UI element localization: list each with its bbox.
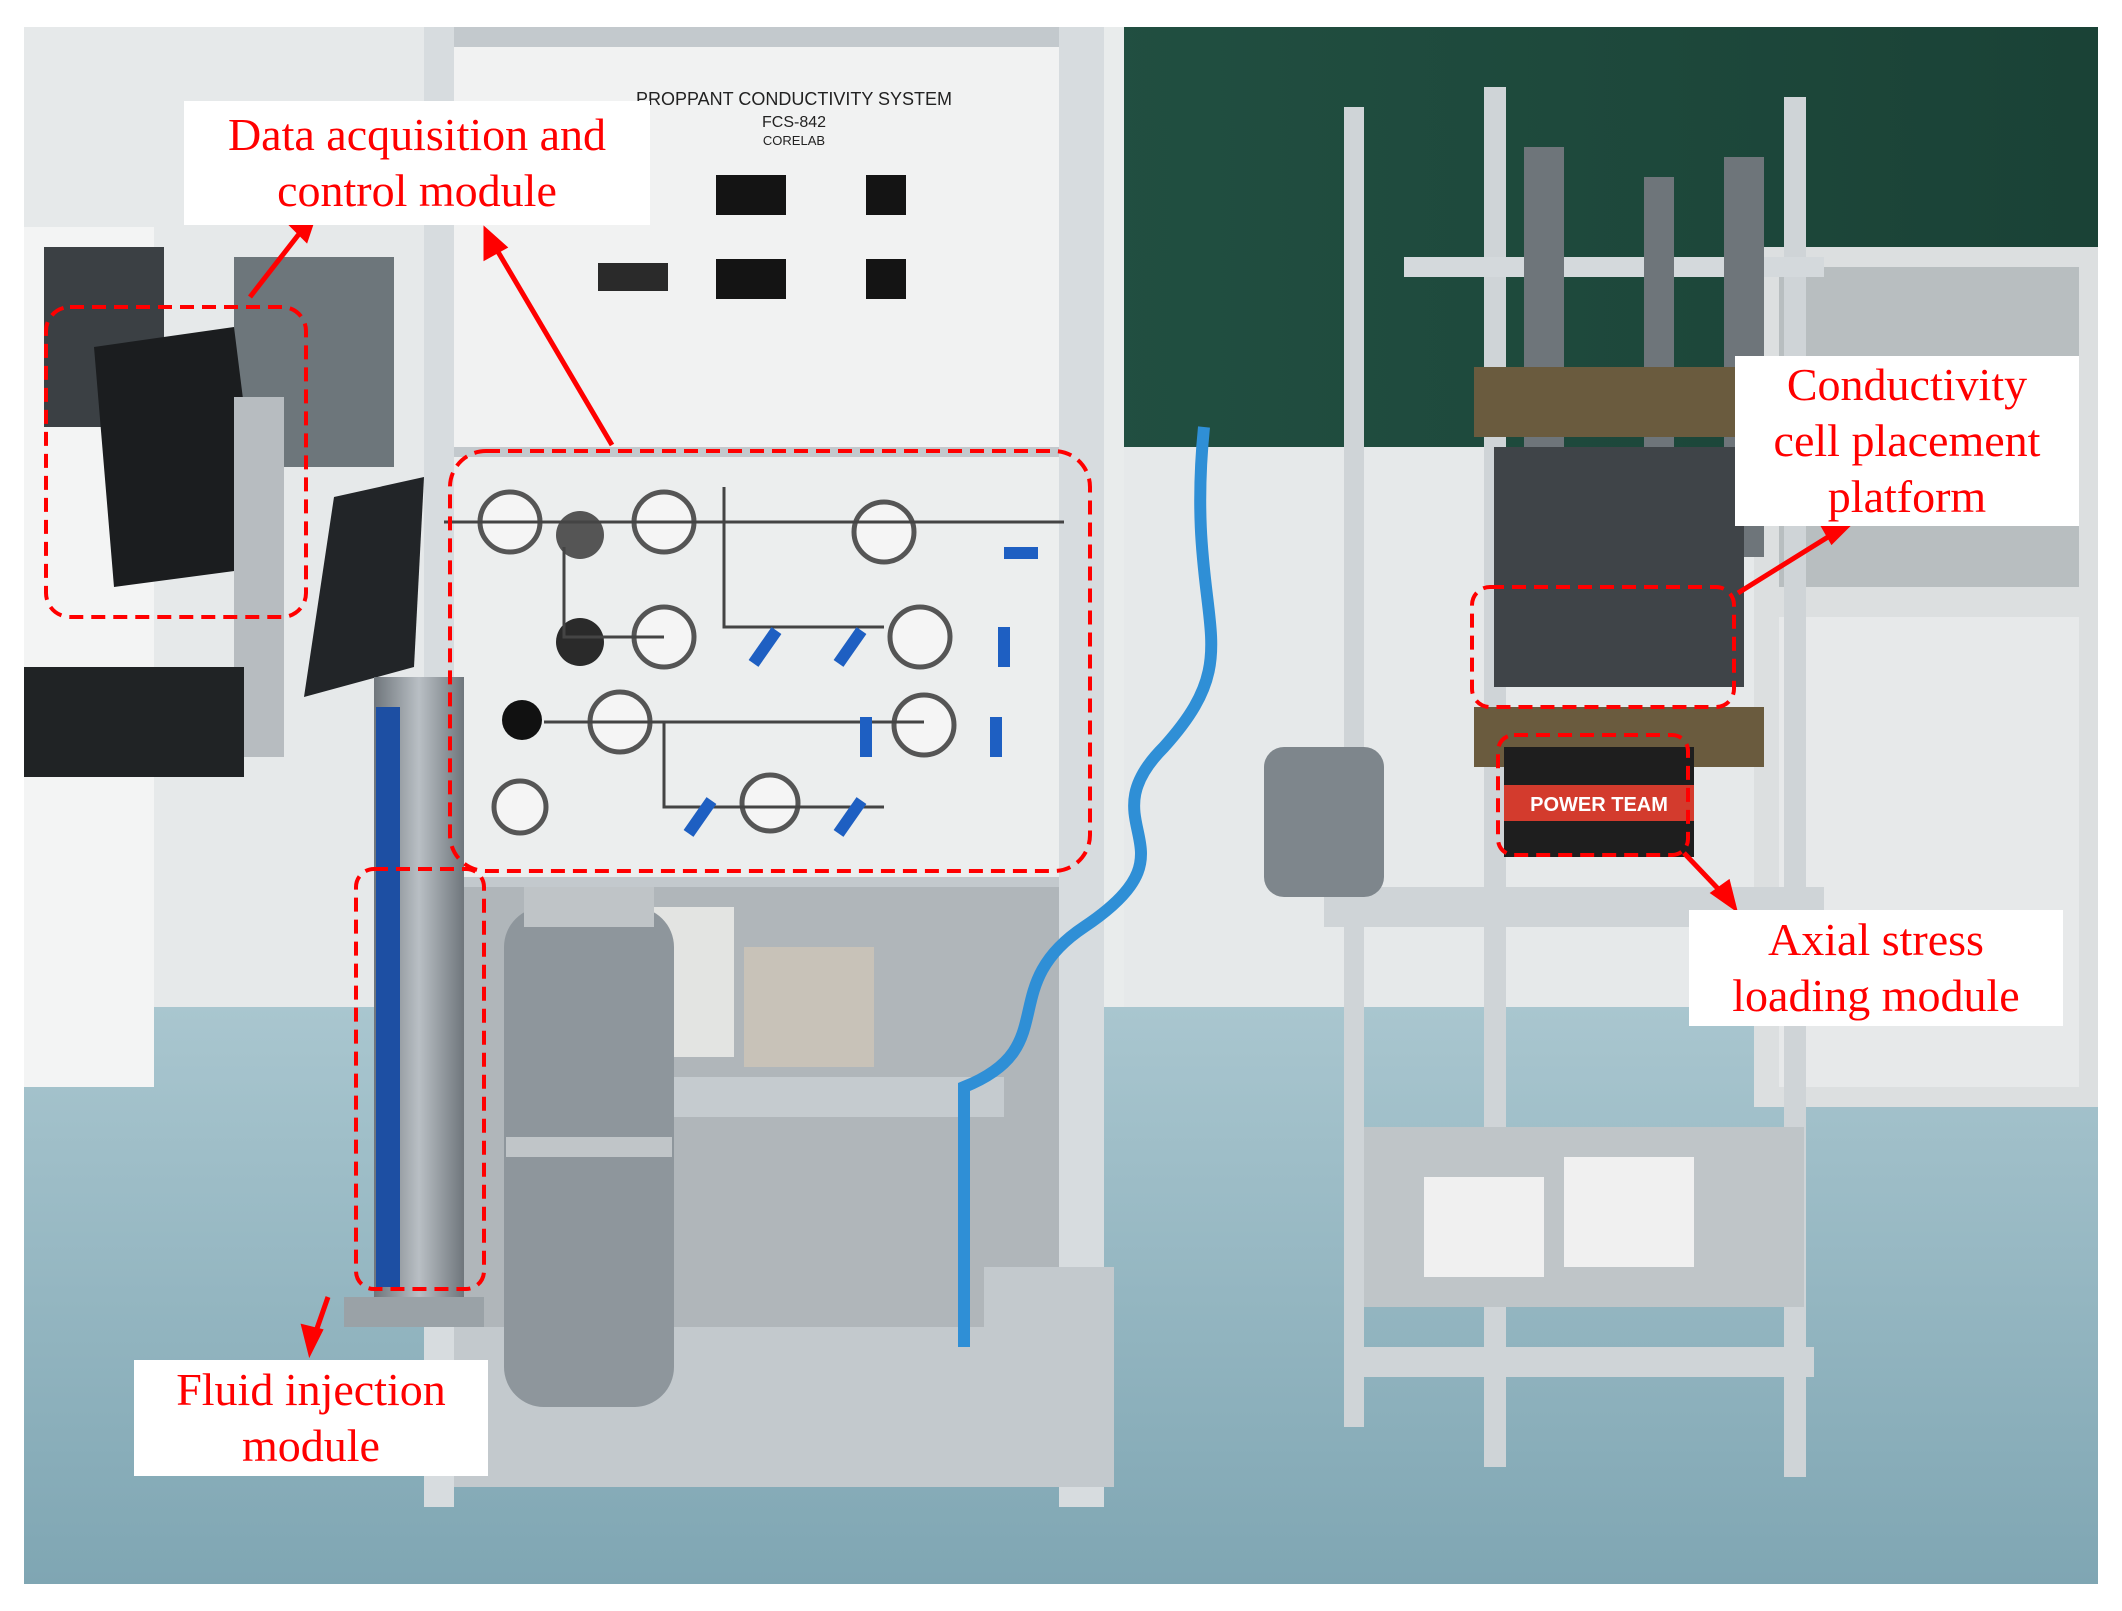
blue-cylinder (344, 677, 484, 1327)
label-conductivity-cell-line2: cell placement (1773, 415, 2041, 466)
panel-title-line1: PROPPANT CONDUCTIVITY SYSTEM (636, 89, 952, 109)
panel-title-line2: FCS-842 (762, 114, 826, 131)
annotation-arrows (248, 210, 1855, 1359)
monitors (24, 247, 424, 777)
label-axial-stress: Axial stress loading module (1689, 910, 2063, 1026)
label-axial-stress-line1: Axial stress (1768, 914, 1984, 965)
label-conductivity-cell-line1: Conductivity (1786, 359, 2028, 410)
label-fluid-injection-line2: module (242, 1420, 380, 1471)
annotation-boxes (44, 305, 1736, 1291)
lab-photo: POWER TEAM PROPPANT CONDUCTIVITY SYSTEM … (24, 27, 2098, 1584)
panel-title: PROPPANT CONDUCTIVITY SYSTEM FCS-842 COR… (636, 89, 952, 148)
box-data-acquisition (44, 305, 308, 619)
label-axial-stress-line2: loading module (1732, 970, 2020, 1021)
box-control-panel (448, 449, 1092, 873)
blue-hose (958, 426, 1218, 1347)
label-data-acquisition-line1: Data acquisition and (227, 109, 607, 160)
label-fluid-injection: Fluid injection module (134, 1360, 488, 1476)
power-team-text: POWER TEAM (1530, 794, 1668, 816)
label-fluid-injection-line1: Fluid injection (176, 1364, 446, 1415)
label-conductivity-cell: Conductivity cell placement platform (1735, 356, 2079, 526)
insulated-vessel (504, 887, 674, 1407)
label-data-acquisition: Data acquisition and control module (184, 101, 650, 225)
box-conductivity-cell (1470, 585, 1736, 709)
panel-title-line3: CORELAB (763, 133, 825, 148)
box-fluid-injection (354, 867, 486, 1291)
label-data-acquisition-line2: control module (277, 165, 557, 216)
label-conductivity-cell-line3: platform (1827, 471, 1987, 522)
box-axial-stress (1496, 733, 1690, 857)
